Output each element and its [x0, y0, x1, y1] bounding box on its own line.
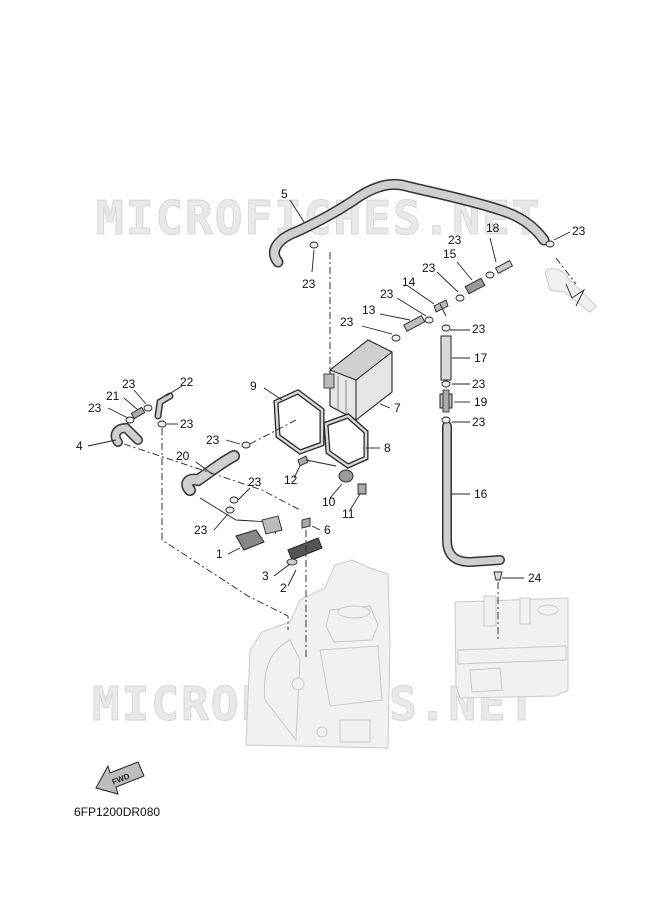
callout-23-k: 23 — [194, 523, 208, 537]
callout-23-l: 23 — [248, 475, 262, 489]
hose-5 — [268, 178, 550, 268]
callout-23-a: 23 — [302, 277, 316, 291]
fitting-14 — [433, 299, 449, 317]
hose-17 — [440, 335, 452, 381]
callout-23-d: 23 — [380, 287, 394, 301]
hose-16 — [442, 421, 505, 568]
fitting-15 — [464, 277, 486, 295]
callout-20: 20 — [176, 449, 190, 463]
callout-24: 24 — [528, 571, 542, 585]
joint-21 — [130, 406, 146, 420]
leader-lines — [87, 199, 571, 587]
callout-6: 6 — [324, 523, 331, 537]
callouts: 5 23 18 23 15 23 14 23 13 23 23 23 17 23… — [76, 187, 586, 595]
bracket-2 — [287, 537, 323, 561]
callout-14: 14 — [402, 275, 416, 289]
callout-8: 8 — [384, 441, 391, 455]
washer-3 — [286, 558, 298, 566]
fitting-19 — [439, 389, 453, 413]
bolt-12 — [297, 455, 337, 467]
clips-23 — [125, 240, 555, 514]
callout-5: 5 — [281, 187, 288, 201]
callout-15: 15 — [443, 247, 457, 261]
callout-18: 18 — [486, 221, 500, 235]
callout-23-h: 23 — [472, 377, 486, 391]
callout-1: 1 — [216, 547, 223, 561]
callout-19: 19 — [474, 395, 488, 409]
callout-2: 2 — [280, 581, 287, 595]
callout-21: 21 — [106, 389, 120, 403]
callout-17: 17 — [474, 351, 488, 365]
bracket-8 — [323, 413, 369, 469]
clip-24 — [493, 571, 503, 581]
callout-7: 7 — [394, 401, 401, 415]
callout-13: 13 — [362, 303, 376, 317]
grommet-10 — [338, 469, 354, 483]
callout-23-e: 23 — [340, 315, 354, 329]
callout-23-b: 23 — [448, 233, 462, 247]
assembly-lines — [123, 252, 577, 660]
fwd-arrow-icon: FWD — [95, 761, 145, 795]
callout-3: 3 — [262, 569, 269, 583]
valve-1 — [199, 497, 283, 551]
callout-12: 12 — [284, 473, 298, 487]
canister-7 — [323, 339, 393, 421]
fitting-13 — [403, 315, 426, 332]
callout-23-i: 23 — [472, 415, 486, 429]
callout-23-o: 23 — [180, 417, 194, 431]
fitting-18 — [494, 259, 514, 275]
vapor-separator-ghost — [454, 595, 569, 699]
callout-16: 16 — [474, 487, 488, 501]
bolt-6 — [301, 517, 311, 529]
bracket-ghost — [544, 268, 597, 313]
callout-9: 9 — [250, 379, 257, 393]
callout-22: 22 — [180, 375, 194, 389]
callout-23-n: 23 — [122, 377, 136, 391]
callout-4: 4 — [76, 439, 83, 453]
hose-20 — [181, 450, 240, 496]
engine-block-ghost — [245, 559, 391, 749]
hose-4 — [110, 422, 143, 447]
callout-23-f: 23 — [572, 224, 586, 238]
callout-23-g: 23 — [472, 322, 486, 336]
callout-10: 10 — [322, 495, 336, 509]
callout-11: 11 — [342, 507, 355, 521]
callout-23-c: 23 — [422, 261, 436, 275]
diagram-code: 6FP1200DR080 — [74, 805, 160, 819]
hose-22 — [154, 392, 174, 420]
callout-23-m: 23 — [88, 401, 102, 415]
bracket-9 — [273, 389, 325, 455]
callout-23-j: 23 — [206, 433, 220, 447]
bolt-11 — [357, 483, 367, 495]
